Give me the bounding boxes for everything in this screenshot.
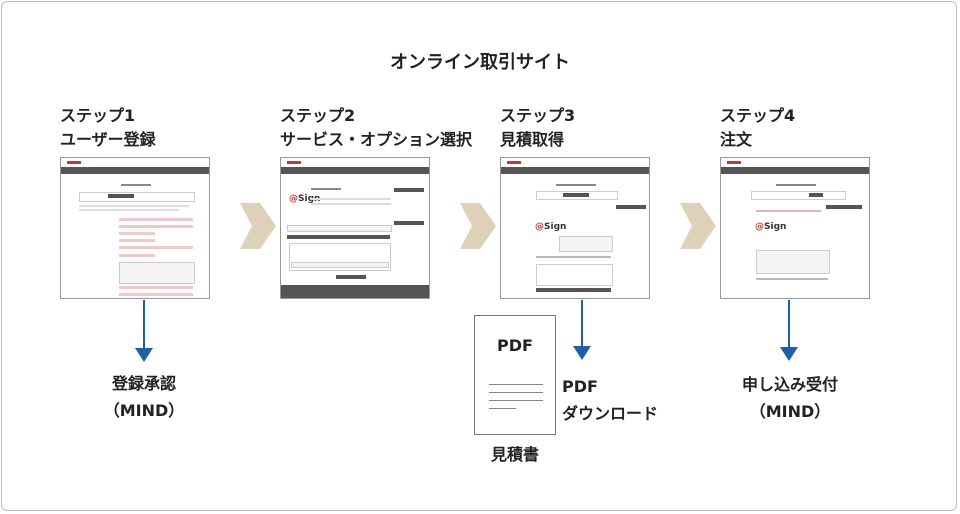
outcome-line: ダウンロード: [562, 404, 659, 423]
doc-caption: 見積書: [490, 445, 539, 464]
outcome-line: 申し込み受付: [741, 375, 838, 394]
step-label: ステップ2: [280, 106, 356, 125]
outcome-line: （MIND）: [103, 401, 185, 420]
step-1-outcome: 登録承認 （MIND）: [84, 370, 204, 424]
step-name: ユーザー登録: [60, 130, 156, 149]
order-screenshot: @Sign: [720, 157, 870, 299]
quote-screenshot: @Sign: [500, 157, 650, 299]
next-step-chevron-icon: [240, 203, 276, 249]
outcome-line: （MIND）: [749, 402, 831, 421]
step-1-heading: ステップ1 ユーザー登録: [60, 104, 156, 152]
doc-heading: PDF: [497, 336, 533, 355]
outcome-line: 登録承認: [111, 374, 176, 393]
next-step-chevron-icon: [680, 203, 716, 249]
arrow-head-icon: [573, 346, 591, 360]
arrow-head-icon: [135, 348, 153, 362]
step-name: 見積取得: [500, 130, 565, 149]
next-step-chevron-icon: [460, 203, 496, 249]
arrow-down-icon: [788, 300, 790, 348]
arrow-down-icon: [581, 300, 583, 347]
step-label: ステップ3: [500, 106, 576, 125]
service-option-screenshot: @Sign: [280, 157, 430, 299]
arrow-down-icon: [143, 300, 145, 350]
step-name: サービス・オプション選択: [280, 130, 473, 149]
registration-screenshot: [60, 157, 210, 299]
step-4-heading: ステップ4 注文: [720, 104, 795, 152]
step-3-heading: ステップ3 見積取得: [500, 104, 575, 152]
quote-document-icon: PDF: [474, 315, 556, 435]
step-label: ステップ1: [60, 106, 136, 125]
diagram-title: オンライン取引サイト: [390, 52, 570, 73]
step-3-outcome: PDF ダウンロード: [562, 373, 658, 427]
arrow-head-icon: [780, 347, 798, 361]
outcome-line: PDF: [562, 377, 598, 396]
step-4-outcome: 申し込み受付 （MIND）: [710, 371, 870, 425]
step-name: 注文: [720, 130, 753, 149]
step-2-heading: ステップ2 サービス・オプション選択: [280, 104, 472, 152]
step-label: ステップ4: [720, 106, 796, 125]
